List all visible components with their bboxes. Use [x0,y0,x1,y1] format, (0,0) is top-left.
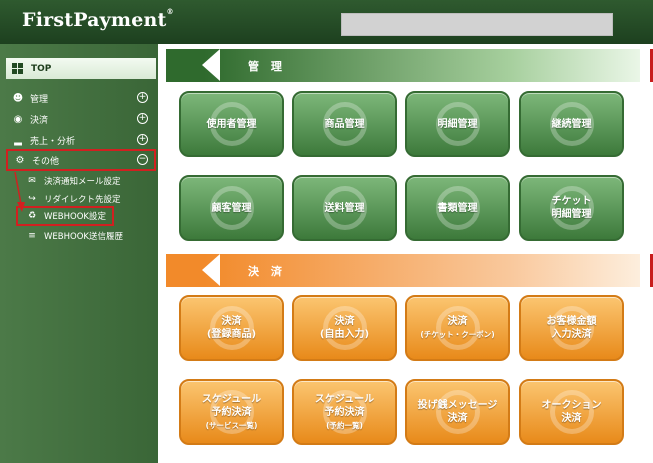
document-icon [435,186,480,230]
tile-customer-amount-payment[interactable]: お客様金額 入力決済 [519,295,624,361]
expand-icon[interactable]: + [137,134,148,145]
mail-icon: ✉ [28,176,36,186]
tile-schedule-reservation-list[interactable]: スケジュール 予約決済(予約一覧) [292,379,397,445]
main-content: 管 理 使用者管理 商品管理 明細管理 継続管理 顧客管理 送料管理 書類管理 … [158,44,653,463]
sidebar: TOP ☻ 管理 + ◉ 決済 + ▂ 売上・分析 + ⚙ その他 − ✉ 決済… [0,44,158,463]
sidebar-item-label: その他 [32,156,60,167]
sidebar-item-label: TOP [31,63,52,74]
sidebar-item-top[interactable]: TOP [6,58,156,79]
gear-icon: ⚙ [15,154,25,166]
tile-payment-registered-product[interactable]: 決済 (登録商品) [179,295,284,361]
header-info-bar [341,13,613,36]
section-header-payment: 決 済 [166,254,640,287]
calendar-icon [322,390,367,434]
list-icon: ≡ [28,231,36,241]
sidebar-item-label: 管理 [30,94,49,105]
redirect-icon: ↪ [28,194,36,204]
sidebar-sub-payment-notification-mail[interactable]: ✉ 決済通知メール設定 [26,173,120,189]
person-icon [209,186,254,230]
expand-icon[interactable]: + [137,92,148,103]
user-icon: ☻ [12,92,24,104]
sidebar-sub-webhook-history[interactable]: ≡ WEBHOOK送信履歴 [26,228,123,244]
refresh-icon [549,102,594,146]
expand-icon[interactable]: + [137,113,148,124]
tile-ticket-statement-management[interactable]: チケット 明細管理 [519,175,624,241]
tile-document-management[interactable]: 書類管理 [405,175,510,241]
chart-icon: ▂ [14,134,22,146]
sidebar-item-other[interactable]: ⚙ その他 − [6,149,156,171]
truck-icon [322,186,367,230]
section-title: 管 理 [248,60,286,73]
edge-marker [650,254,653,287]
edge-marker [650,49,653,82]
tile-statement-management[interactable]: 明細管理 [405,91,510,157]
tile-payment-ticket-coupon[interactable]: 決済(チケット・クーポン) [405,295,510,361]
tile-tip-message-payment[interactable]: 投げ銭メッセージ 決済 [405,379,510,445]
document-plus-icon [435,102,480,146]
sidebar-item-management[interactable]: ☻ 管理 + [6,89,156,107]
logo[interactable]: FirstPayment® [22,7,174,31]
app-header: FirstPayment® [0,0,653,44]
section-header-management: 管 理 [166,49,640,82]
ticket-icon [549,186,594,230]
collapse-icon[interactable]: − [137,154,148,165]
yen-icon: ◉ [13,113,23,125]
sidebar-sub-webhook-setting[interactable]: ♻ WEBHOOK設定 [16,206,114,226]
tile-shipping-management[interactable]: 送料管理 [292,175,397,241]
sidebar-item-payment[interactable]: ◉ 決済 + [6,110,156,128]
tile-user-management[interactable]: 使用者管理 [179,91,284,157]
coin-message-icon [435,390,480,434]
grid-icon [12,63,23,74]
user-gear-icon [209,102,254,146]
section-title: 決 済 [248,265,286,278]
sidebar-item-sales-analysis[interactable]: ▂ 売上・分析 + [6,131,156,149]
annotation-arrow [14,172,25,212]
webhook-icon: ♻ [27,211,37,221]
sidebar-sub-redirect-setting[interactable]: ↪ リダイレクト先設定 [26,191,120,207]
ticket-icon [435,306,480,350]
coin-icon [209,306,254,350]
tile-auction-payment[interactable]: オークション 決済 [519,379,624,445]
sidebar-item-label: 売上・分析 [30,136,76,147]
calculator-icon [549,306,594,350]
gavel-icon [549,390,594,434]
tile-customer-management[interactable]: 顧客管理 [179,175,284,241]
box-icon [322,102,367,146]
tile-payment-free-input[interactable]: 決済 (自由入力) [292,295,397,361]
sidebar-item-label: 決済 [30,115,49,126]
coin-icon [322,306,367,350]
tile-product-management[interactable]: 商品管理 [292,91,397,157]
calendar-icon [209,390,254,434]
tile-continuation-management[interactable]: 継続管理 [519,91,624,157]
tile-schedule-service-list[interactable]: スケジュール 予約決済(サービス一覧) [179,379,284,445]
